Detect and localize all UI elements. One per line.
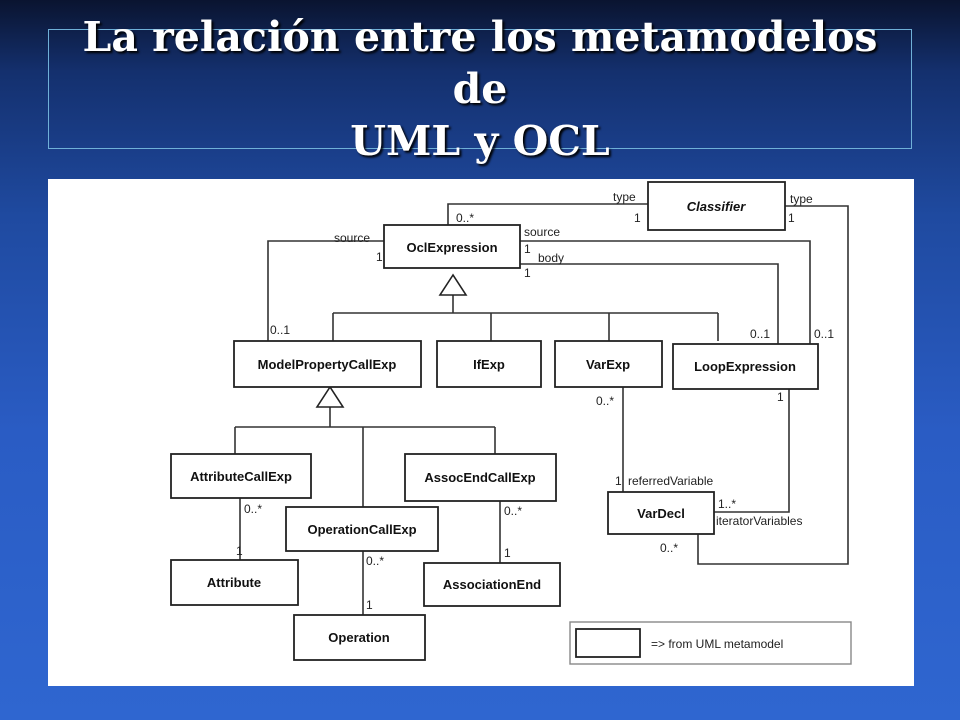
diagram-canvas: Classifier OclExpression ModelPropertyCa…	[170, 181, 852, 665]
mult-iterator-vardecl: 1..*	[718, 497, 736, 511]
type-right-label: type	[790, 192, 813, 206]
mult-attribute: 1	[236, 544, 243, 558]
class-association-end[interactable]: AssociationEnd	[423, 562, 561, 607]
operation-call-exp-label: OperationCallExp	[307, 522, 416, 537]
mult-opcall: 0..*	[366, 554, 384, 568]
mult-source-left-mpce: 0..1	[270, 323, 290, 337]
classifier-label: Classifier	[687, 199, 746, 214]
mult-type-left-classifier: 1	[634, 211, 641, 225]
class-var-exp[interactable]: VarExp	[554, 340, 663, 388]
class-loop-expression[interactable]: LoopExpression	[672, 343, 819, 390]
body-label: body	[538, 251, 564, 265]
mult-attrcall: 0..*	[244, 502, 262, 516]
mult-type-right-loop: 0..1	[814, 327, 834, 341]
mult-varexp: 0..*	[596, 394, 614, 408]
operation-label: Operation	[328, 630, 389, 645]
mult-body-ocl: 1	[524, 266, 531, 280]
class-operation-call-exp[interactable]: OperationCallExp	[285, 506, 439, 552]
slide-title: La relación entre los metamodelos de UML…	[49, 11, 911, 167]
association-end-label: AssociationEnd	[443, 577, 541, 592]
mult-referred-vardecl: 1	[615, 474, 622, 488]
source-right-label: source	[524, 225, 560, 239]
loop-expression-label: LoopExpression	[694, 359, 796, 374]
class-var-decl[interactable]: VarDecl	[607, 491, 715, 535]
mult-association-end: 1	[504, 546, 511, 560]
mult-source-right-ocl: 1	[524, 242, 531, 256]
title-line-1: La relación entre los metamodelos de	[82, 13, 878, 113]
var-decl-label: VarDecl	[637, 506, 685, 521]
attribute-call-exp-label: AttributeCallExp	[190, 469, 292, 484]
iterator-variables-label: iteratorVariables	[716, 514, 802, 528]
class-ocl-expression[interactable]: OclExpression	[383, 224, 521, 269]
var-exp-label: VarExp	[586, 357, 630, 372]
mult-operation: 1	[366, 598, 373, 612]
legend: => from UML metamodel	[569, 621, 852, 665]
ocl-expression-label: OclExpression	[406, 240, 497, 255]
class-if-exp[interactable]: IfExp	[436, 340, 542, 388]
body-line	[520, 263, 779, 344]
inherit-ocl-triangle	[438, 273, 468, 296]
source-right-line	[520, 240, 811, 344]
attribute-label: Attribute	[207, 575, 261, 590]
inherit-mpce-triangle	[315, 385, 345, 408]
mult-body-loop: 0..1	[750, 327, 770, 341]
if-exp-label: IfExp	[473, 357, 505, 372]
mult-type-right-classifier: 1	[788, 211, 795, 225]
legend-swatch	[575, 628, 641, 658]
mult-loop-iterator: 1	[777, 390, 784, 404]
mult-assocendcall: 0..*	[504, 504, 522, 518]
legend-text: => from UML metamodel	[651, 637, 783, 651]
type-left-line	[447, 203, 648, 225]
title-line-2: UML y OCL	[350, 117, 610, 165]
title-frame: La relación entre los metamodelos de UML…	[48, 13, 912, 165]
mult-type-right-vardecl: 0..*	[660, 541, 678, 555]
class-operation[interactable]: Operation	[293, 614, 426, 661]
mult-source-left-ocl: 1	[376, 250, 383, 264]
type-left-label: type	[613, 190, 636, 204]
source-left-line	[267, 240, 384, 341]
assoc-end-call-exp-label: AssocEndCallExp	[424, 470, 535, 485]
uml-diagram: Classifier OclExpression ModelPropertyCa…	[48, 179, 914, 686]
referred-variable-label: referredVariable	[628, 474, 713, 488]
mult-type-left-ocl: 0..*	[456, 211, 474, 225]
class-attribute-call-exp[interactable]: AttributeCallExp	[170, 453, 312, 499]
type-right-line	[697, 205, 849, 565]
model-property-call-exp-label: ModelPropertyCallExp	[258, 357, 397, 372]
class-assoc-end-call-exp[interactable]: AssocEndCallExp	[404, 453, 557, 502]
iterator-variables-line	[714, 387, 790, 513]
class-model-property-call-exp[interactable]: ModelPropertyCallExp	[233, 340, 422, 388]
class-attribute[interactable]: Attribute	[170, 559, 299, 606]
source-left-label: source	[334, 231, 370, 245]
class-classifier[interactable]: Classifier	[647, 181, 786, 231]
